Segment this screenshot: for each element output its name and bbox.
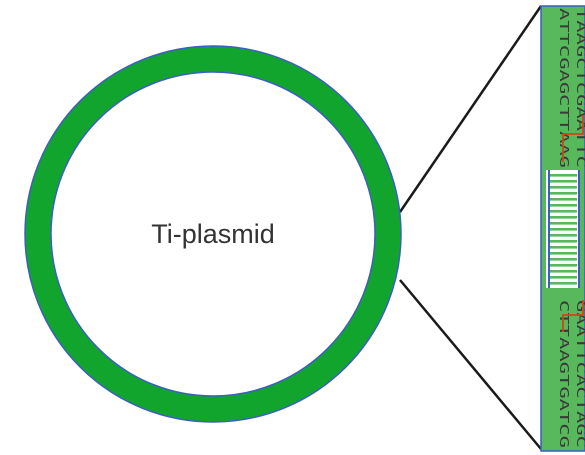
base-pair-rung — [549, 192, 577, 195]
plasmid-ring — [25, 46, 401, 422]
top-strand-2: ATTCGAGCTTAAG — [557, 8, 572, 168]
base-pair-rung — [549, 210, 577, 213]
base-pair-rung — [549, 282, 577, 285]
base-pair-ladder — [546, 170, 580, 288]
base-pair-rung — [549, 222, 577, 225]
top-cut-mark — [562, 115, 584, 162]
bottom-cut-mark — [562, 300, 584, 332]
ladder-backbone — [578, 170, 580, 288]
zoom-line-bottom — [399, 279, 542, 450]
base-pair-rung — [549, 246, 577, 249]
base-pair-rung — [549, 198, 577, 201]
base-pair-rung — [549, 234, 577, 237]
base-pair-rung — [549, 180, 577, 183]
base-pair-rung — [549, 270, 577, 273]
base-pair-rung — [549, 228, 577, 231]
base-pair-rung — [549, 258, 577, 261]
base-pair-rung — [549, 276, 577, 279]
plasmid-ring-inner-edge — [50, 71, 376, 397]
plasmid-ring-outer-edge — [24, 45, 402, 423]
base-pair-rung — [549, 204, 577, 207]
base-pair-rung — [549, 186, 577, 189]
base-pair-rung — [549, 174, 577, 177]
base-pair-rung — [549, 252, 577, 255]
base-pair-rung — [549, 240, 577, 243]
top-strand-1: TAAGCTCGAATTC — [574, 8, 585, 168]
zoom-line-top — [398, 5, 543, 213]
bottom-strand-1: GAATTCACTAGC — [574, 300, 585, 448]
top-sequence-segment: TAAGCTCGAATTC ATTCGAGCTTAAG — [557, 8, 585, 168]
ladder-backbone — [548, 170, 550, 288]
base-pair-rung — [549, 264, 577, 267]
base-pair-rung — [549, 216, 577, 219]
plasmid-label: Ti-plasmid — [151, 219, 275, 249]
bottom-strand-2: CTTAAGTGATCG — [557, 300, 572, 448]
bottom-sequence-segment: GAATTCACTAGC CTTAAGTGATCG — [557, 300, 585, 448]
